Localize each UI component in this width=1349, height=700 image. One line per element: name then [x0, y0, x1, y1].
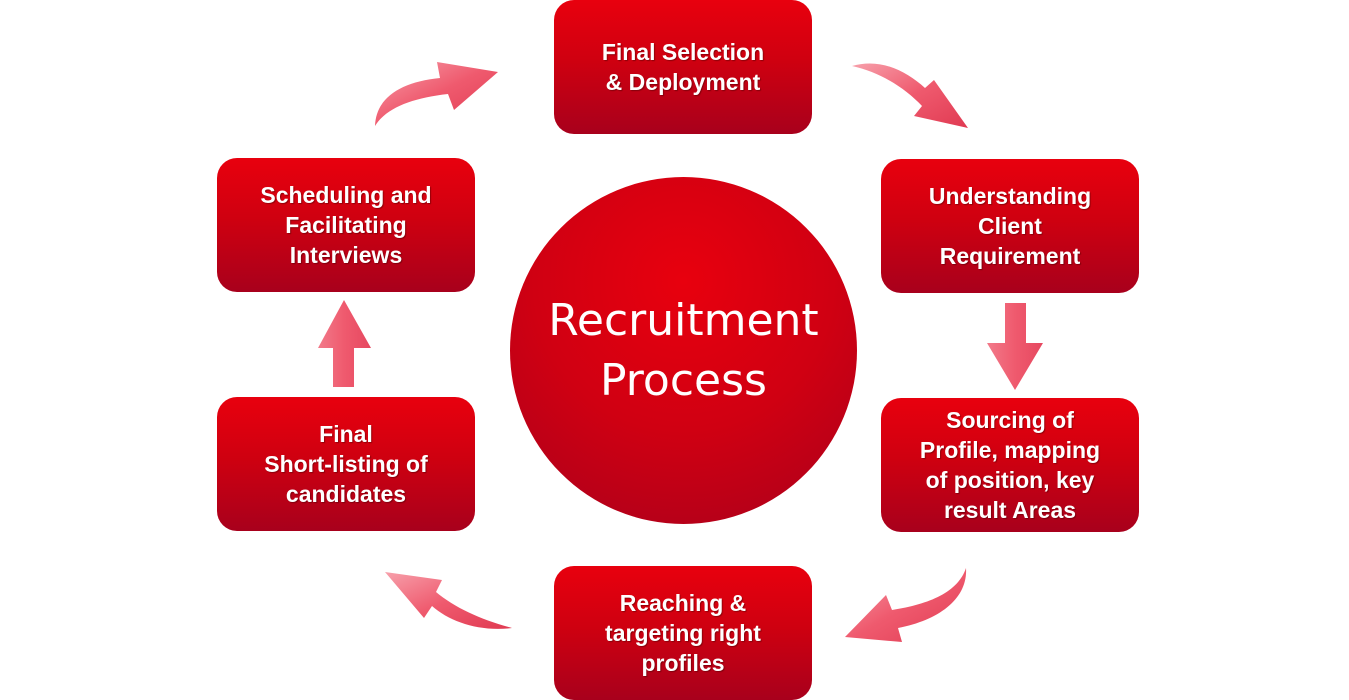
- step-label: Sourcing of Profile, mapping of position…: [919, 407, 1101, 523]
- step-understanding-client-requirement: Understanding Client Requirement: [881, 159, 1139, 293]
- arrow-scheduling-to-final: [375, 62, 498, 126]
- step-label: Final Selection & Deployment: [601, 39, 765, 95]
- center-circle: Recruitment Process: [510, 177, 857, 524]
- step-label: Reaching & targeting right profiles: [605, 590, 761, 676]
- step-scheduling-interviews: Scheduling and Facilitating Interviews: [217, 158, 475, 292]
- step-label: Final Short-listing of candidates: [264, 421, 428, 507]
- arrow-final-to-understanding: [852, 63, 968, 128]
- center-title: Recruitment Process: [548, 294, 819, 406]
- step-final-selection: Final Selection & Deployment: [554, 0, 812, 134]
- step-reaching-targeting: Reaching & targeting right profiles: [554, 566, 812, 700]
- arrow-understanding-to-sourcing: [987, 303, 1043, 390]
- step-sourcing-profiles: Sourcing of Profile, mapping of position…: [881, 398, 1139, 532]
- arrow-reaching-to-shortlisting: [385, 572, 512, 629]
- step-label: Scheduling and Facilitating Interviews: [260, 182, 432, 268]
- arrow-shortlisting-to-scheduling: [318, 300, 371, 387]
- arrow-sourcing-to-reaching: [845, 568, 967, 642]
- step-label: Understanding Client Requirement: [928, 183, 1092, 269]
- step-final-shortlisting: Final Short-listing of candidates: [217, 397, 475, 531]
